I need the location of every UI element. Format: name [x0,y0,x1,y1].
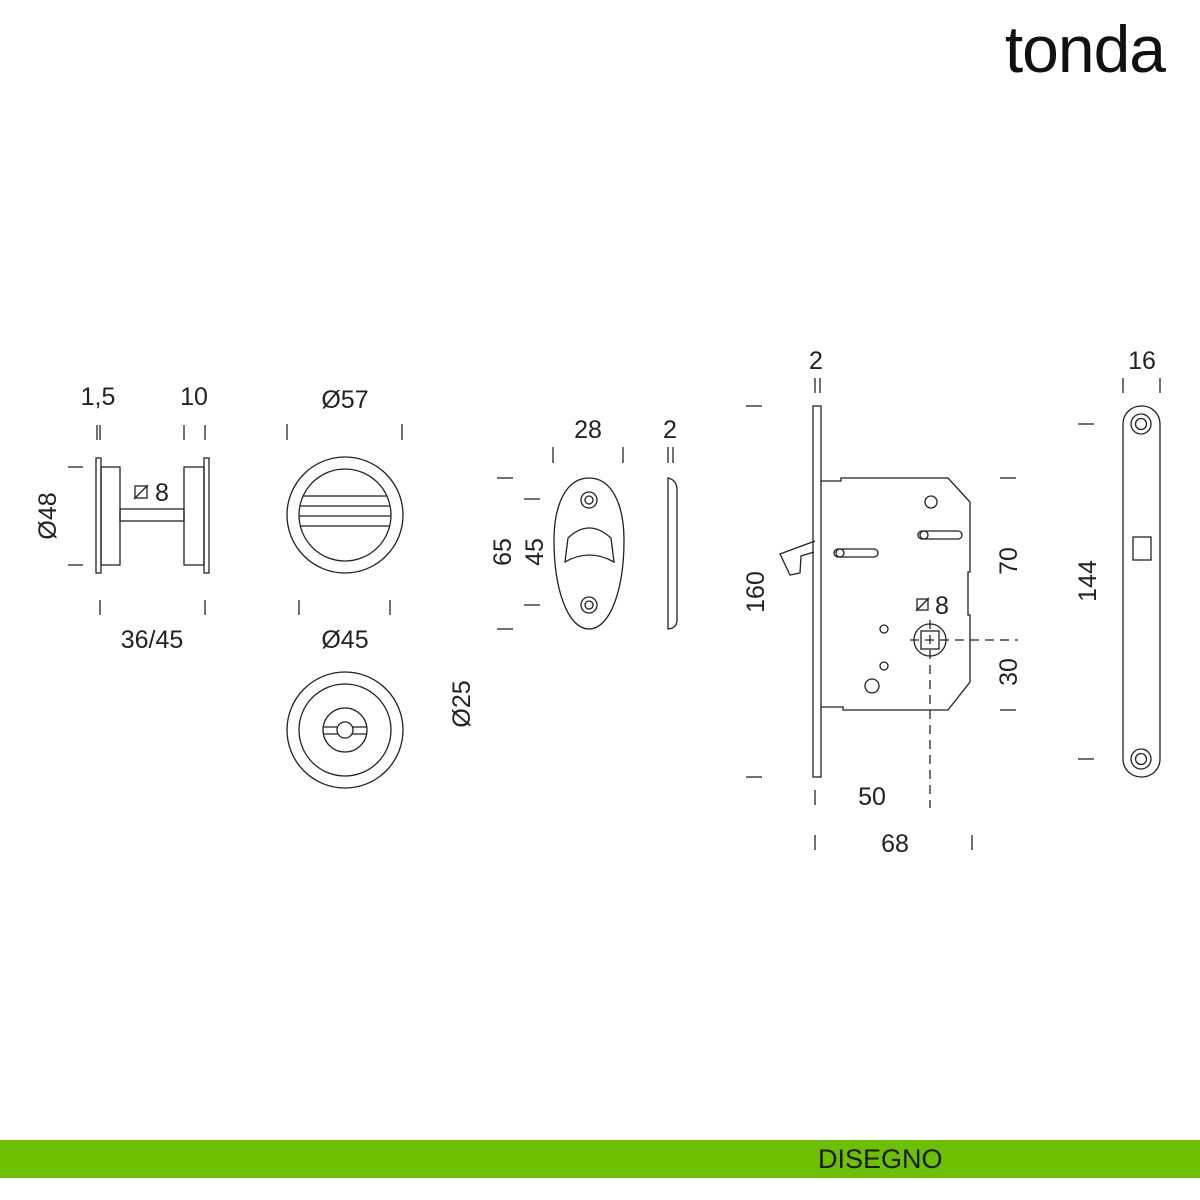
dim-faceplate-thickness: 2 [809,347,823,375]
dim-lock-depth: 68 [881,830,909,858]
privacy-rosette: Ø25 [286,671,476,789]
dim-spindle: 8 [155,479,169,507]
knob-side-view: 1,5 10 8 36/45 Ø48 [34,383,210,654]
dim-strike-height: 144 [1074,560,1102,602]
dim-door-thickness: 36/45 [121,626,184,654]
dim-faceplate-height: 160 [742,571,770,613]
knob-front-view: Ø57 Ø45 [286,386,404,654]
dim-backset: 50 [858,783,886,811]
dim-lower-distance: 30 [995,658,1023,686]
dim-rosette-diameter: Ø25 [448,680,476,727]
flush-pull: 28 2 65 45 [489,416,678,630]
dim-strike-width: 16 [1128,347,1156,375]
mortise-lock: 2 160 70 30 8 50 68 [742,347,1023,858]
dim-pull-thickness: 2 [663,416,677,444]
dim-knob-diameter: Ø48 [34,492,62,539]
brand-logo: tonda [1005,12,1166,86]
dim-knob-depth: 10 [180,383,208,411]
dim-upper-distance: 70 [995,547,1023,575]
dim-inner-diameter: Ø45 [321,626,368,654]
dim-lock-spindle: 8 [935,592,949,620]
dim-rose-thickness: 1,5 [81,383,116,411]
dim-pull-width: 28 [574,416,602,444]
strike-plate: 16 144 [1074,347,1161,778]
footer-label: DISEGNO [818,1144,943,1174]
dim-pull-height: 65 [489,538,517,566]
footer-bar: DISEGNO [0,1140,1200,1178]
dim-pull-hole-spacing: 45 [521,538,549,566]
dim-outer-diameter: Ø57 [321,386,368,414]
